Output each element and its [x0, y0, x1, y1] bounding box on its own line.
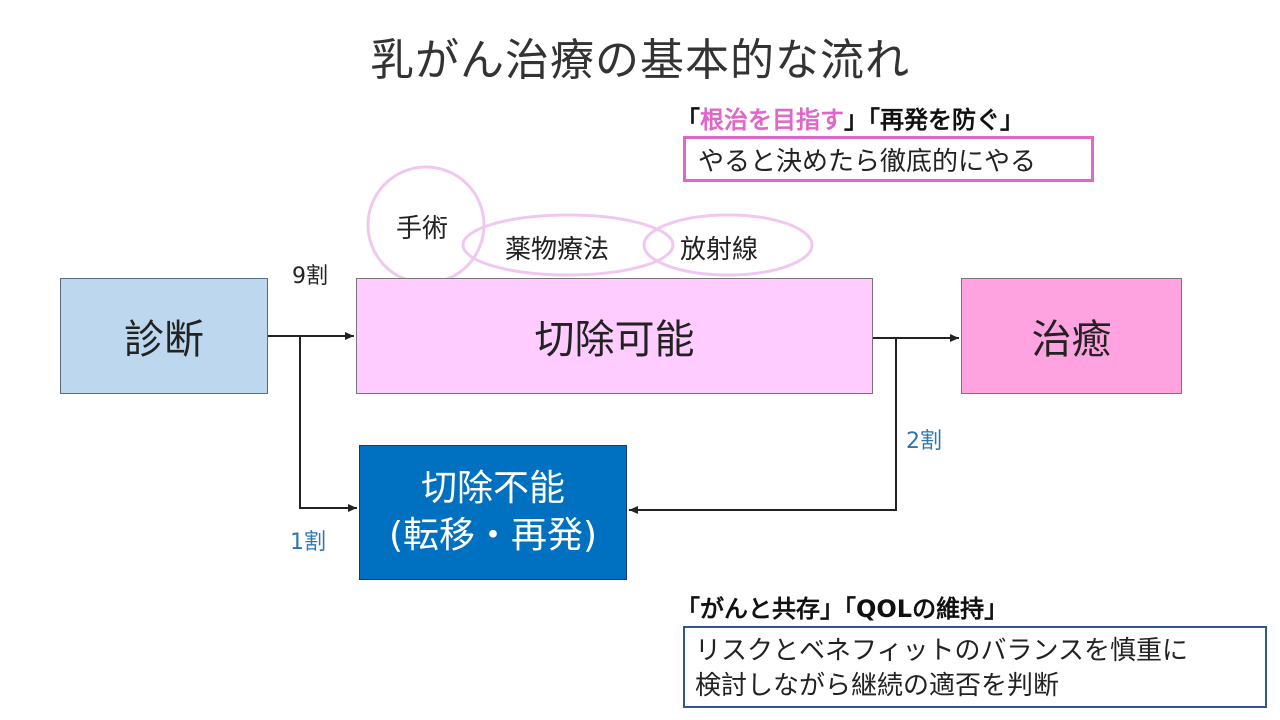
recurrence-percentage: 2割 [906, 429, 942, 454]
diagnosis-box: 診断 [60, 278, 268, 394]
bottom-note-line1: リスクとベネフィットのバランスを慎重に [695, 636, 1188, 666]
radiation-label: 放射線 [680, 235, 759, 265]
page-title: 乳がん治療の基本的な流れ [370, 35, 910, 86]
term-cure-goal: 根治を目指す [700, 106, 844, 134]
unresectable-percentage: 1割 [290, 530, 326, 555]
top-note-heading: 「根治を目指す」「再発を防ぐ」 [676, 100, 1024, 135]
bracket-close: 」 [844, 106, 868, 134]
bracket-open: 「 [868, 106, 880, 134]
resectable-percentage: 9割 [292, 264, 328, 289]
bracket-open: 「 [676, 106, 700, 134]
cure-label: 治癒 [1031, 317, 1112, 363]
top-note-description: やると決めたら徹底的にやる [698, 146, 1037, 177]
resectable-box: 切除可能 [356, 278, 873, 394]
arrow-recurrence-to-unresectable [629, 338, 897, 514]
resectable-label: 切除可能 [534, 317, 695, 363]
bottom-note-line2: 検討しながら継続の適否を判断 [695, 671, 1060, 702]
bracket-close: 」 [984, 595, 1009, 623]
bracket-open: 「 [844, 595, 856, 623]
cure-box: 治癒 [961, 278, 1182, 394]
bottom-note-heading: 「がんと共存」「QOLの維持」 [676, 589, 1008, 624]
surgery-label: 手術 [396, 214, 449, 244]
unresectable-sublabel: (転移・再発) [388, 514, 598, 556]
bracket-close: 」 [820, 595, 844, 623]
bracket-open: 「 [676, 595, 700, 623]
drug-therapy-bubble [461, 213, 675, 277]
radiation-bubble [642, 213, 814, 277]
drug-therapy-label: 薬物療法 [505, 235, 610, 265]
unresectable-label: 切除不能 [420, 467, 565, 509]
bracket-close: 」 [1000, 106, 1024, 134]
bottom-note-box: リスクとベネフィットのバランスを慎重に 検討しながら継続の適否を判断 [683, 626, 1267, 708]
arrow-diagnosis-to-unresectable [299, 336, 357, 512]
term-qol: QOLの維持 [856, 595, 985, 623]
diagnosis-label: 診断 [124, 317, 204, 363]
term-coexist: がんと共存 [700, 595, 820, 623]
top-note-box: やると決めたら徹底的にやる [683, 136, 1094, 182]
term-prevent-recurrence: 再発を防ぐ [880, 106, 1000, 134]
unresectable-box: 切除不能 (転移・再発) [359, 445, 627, 580]
